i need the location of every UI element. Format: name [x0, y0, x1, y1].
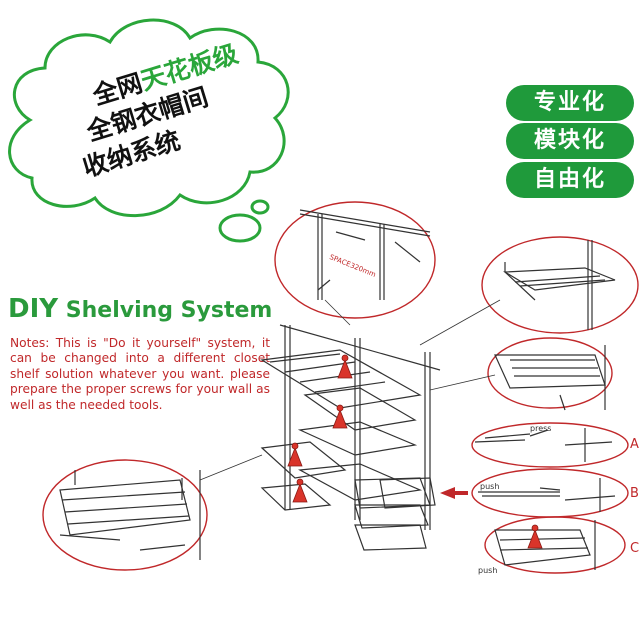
title-rest: Shelving System	[65, 298, 273, 323]
detail-circle-a	[471, 422, 629, 468]
main-shelving-unit	[260, 324, 441, 551]
badge-professional: 专业化	[506, 85, 634, 121]
title-diy: DIY	[8, 294, 59, 324]
badge-modular: 模块化	[506, 123, 634, 159]
page-title: DIY Shelving System	[8, 294, 272, 324]
push-label-c: push	[478, 566, 498, 575]
detail-circle-right-mid	[487, 337, 613, 409]
badge-freedom: 自由化	[506, 162, 634, 198]
detail-circle-top	[274, 201, 436, 319]
label-a: A	[630, 437, 639, 452]
arrow-icon	[440, 487, 468, 499]
push-label-b: push	[480, 482, 500, 491]
cloud-tail-bubbles	[218, 199, 270, 243]
top-rail	[299, 209, 431, 233]
label-b: B	[630, 486, 639, 501]
press-label: press	[530, 424, 552, 433]
label-c: C	[630, 541, 640, 556]
pointer-markers	[287, 354, 543, 549]
detail-circle-bottom-left	[42, 459, 208, 571]
detail-circle-c	[484, 516, 626, 574]
notes-text: Notes: This is "Do it yourself" system, …	[10, 336, 270, 412]
detail-circle-right-top	[481, 236, 639, 334]
detail-circle-b	[471, 468, 629, 518]
cloud-shape	[8, 18, 290, 218]
